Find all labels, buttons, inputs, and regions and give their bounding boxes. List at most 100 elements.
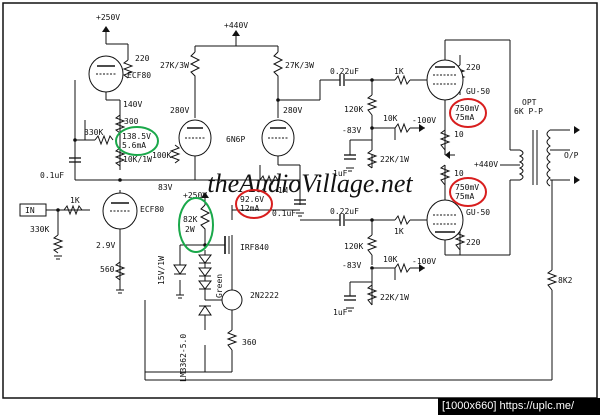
tube-6n6p-right <box>261 119 295 157</box>
label-r10-top: 10 <box>454 130 464 139</box>
label-v280-left: 280V <box>170 106 189 115</box>
label-lm3362: LM3362-5.0 <box>179 334 188 382</box>
diagram-border <box>2 2 598 399</box>
resistor-82k <box>199 204 211 235</box>
label-r1k-top: 1K <box>394 67 404 76</box>
resistor-560 <box>114 261 126 281</box>
label-r100k: 100K <box>152 151 171 160</box>
label-opt: OPT <box>522 98 537 107</box>
label-r1k-bot: 1K <box>394 227 404 236</box>
resistor-300 <box>114 114 126 134</box>
label-r360: 360 <box>242 338 257 347</box>
label-v83: 83V <box>158 183 173 192</box>
image-size-footer: [1000x660] https://uplc.me/ <box>438 398 600 415</box>
resistor-8k2 <box>546 269 558 291</box>
resistor-330k-in <box>52 234 64 254</box>
input-connector <box>19 203 47 217</box>
resistor-120k-bot <box>366 234 378 256</box>
red-annotation-gu-top-current: 75mA <box>455 113 474 122</box>
resistor-100k <box>169 144 181 164</box>
label-r1m: 1M <box>278 186 288 195</box>
label-v100neg-bot: -100V <box>412 257 436 266</box>
label-r10k1w: 10K/1W <box>123 155 152 164</box>
green-annotation-ring-mos <box>178 197 214 253</box>
red-annotation-ring-gu-top <box>449 98 487 128</box>
red-annotation-ring-gu-bot <box>449 177 487 207</box>
label-r82k-w: 2W <box>185 225 195 234</box>
capacitors <box>69 74 356 301</box>
resistor-10k-top <box>394 122 411 134</box>
label-gu50-top: GU-50 <box>466 87 490 96</box>
resistor-10k-bot <box>394 262 411 274</box>
resistor-27k-left <box>189 51 201 82</box>
red-annotation-ring-mos <box>235 189 273 219</box>
red-annotation-gu-bot-voltage: 750mV <box>455 183 479 192</box>
label-r120k-top: 120K <box>344 105 363 114</box>
label-r27k-right: 27K/3W <box>285 61 314 70</box>
label-green-leds: Green <box>215 274 224 298</box>
label-r120k-bot: 120K <box>344 242 363 251</box>
component-labels: +250V 220 ECF80 140V 300 330K 10K/1W 0.1… <box>25 13 579 382</box>
green-annotation-ring-top <box>115 126 159 156</box>
label-r220-gu-top: 220 <box>466 63 481 72</box>
label-plus440-top: +440V <box>224 21 248 30</box>
label-plus250-top: +250V <box>96 13 120 22</box>
tube-plates <box>97 65 455 233</box>
tubes <box>88 55 464 241</box>
red-annotation-gu-bot-current: 75mA <box>455 192 474 201</box>
resistor-1m <box>259 174 279 186</box>
tube-6n6p-left <box>178 119 212 157</box>
label-r10-bot: 10 <box>454 169 464 178</box>
resistor-220-top <box>122 59 134 79</box>
tube-ecf80-bottom <box>102 192 138 230</box>
label-ecf80-bottom: ECF80 <box>140 205 164 214</box>
label-r8k2: 8K2 <box>558 276 573 285</box>
label-r10k-top: 10K <box>383 114 398 123</box>
semiconductors <box>173 236 243 316</box>
label-c01uf-left: 0.1uF <box>40 171 64 180</box>
tube-gu50-top <box>426 59 464 101</box>
resistor-10-top <box>439 129 451 151</box>
label-v29: 2.9V <box>96 241 115 250</box>
output-transformer <box>518 129 551 187</box>
label-r220-top: 220 <box>135 54 150 63</box>
label-r220-gu-bot: 220 <box>466 238 481 247</box>
label-r10k-bot: 10K <box>383 255 398 264</box>
label-r560: 560 <box>100 265 115 274</box>
resistor-1k-in <box>63 204 83 216</box>
label-plus250-mid: +250V <box>183 191 207 200</box>
watermark-text: theAudioVillage.net <box>207 169 413 198</box>
label-r1k-in: 1K <box>70 196 80 205</box>
label-v83neg-bot: -83V <box>342 261 361 270</box>
grounds <box>54 167 354 312</box>
resistor-330k <box>94 134 114 146</box>
label-z15v: 15V/1W <box>157 256 166 285</box>
label-c022-bot: 0.22uF <box>330 207 359 216</box>
label-op: O/P <box>564 151 579 160</box>
label-r82k: 82K <box>183 215 198 224</box>
label-2n2222: 2N2222 <box>250 291 279 300</box>
label-r27k-left: 27K/3W <box>160 61 189 70</box>
label-r330k-in: 330K <box>30 225 49 234</box>
tube-gu50-bottom <box>426 199 464 241</box>
resistor-1k-bot <box>394 214 411 226</box>
label-v100neg-top: -100V <box>412 116 436 125</box>
label-v140: 140V <box>123 100 142 109</box>
tube-grids <box>96 73 457 225</box>
label-v83neg-top: -83V <box>342 126 361 135</box>
label-ecf80-top: ECF80 <box>127 71 151 80</box>
supply-arrows <box>102 26 580 272</box>
label-c1uf-top: 1uF <box>333 169 348 178</box>
green-annotation-voltage: 138.5V <box>122 132 151 141</box>
resistor-120k-top <box>366 94 378 116</box>
label-c022-top: 0.22uF <box>330 67 359 76</box>
label-gu50-bot: GU-50 <box>466 208 490 217</box>
label-c01uf-mid: 0.1uF <box>272 209 296 218</box>
resistor-360 <box>226 329 238 351</box>
label-v280-right: 280V <box>283 106 302 115</box>
led-string <box>198 254 212 290</box>
label-c1uf-bot: 1uF <box>333 308 348 317</box>
resistor-22k-top <box>366 149 378 169</box>
label-6n6p: 6N6P <box>226 135 245 144</box>
